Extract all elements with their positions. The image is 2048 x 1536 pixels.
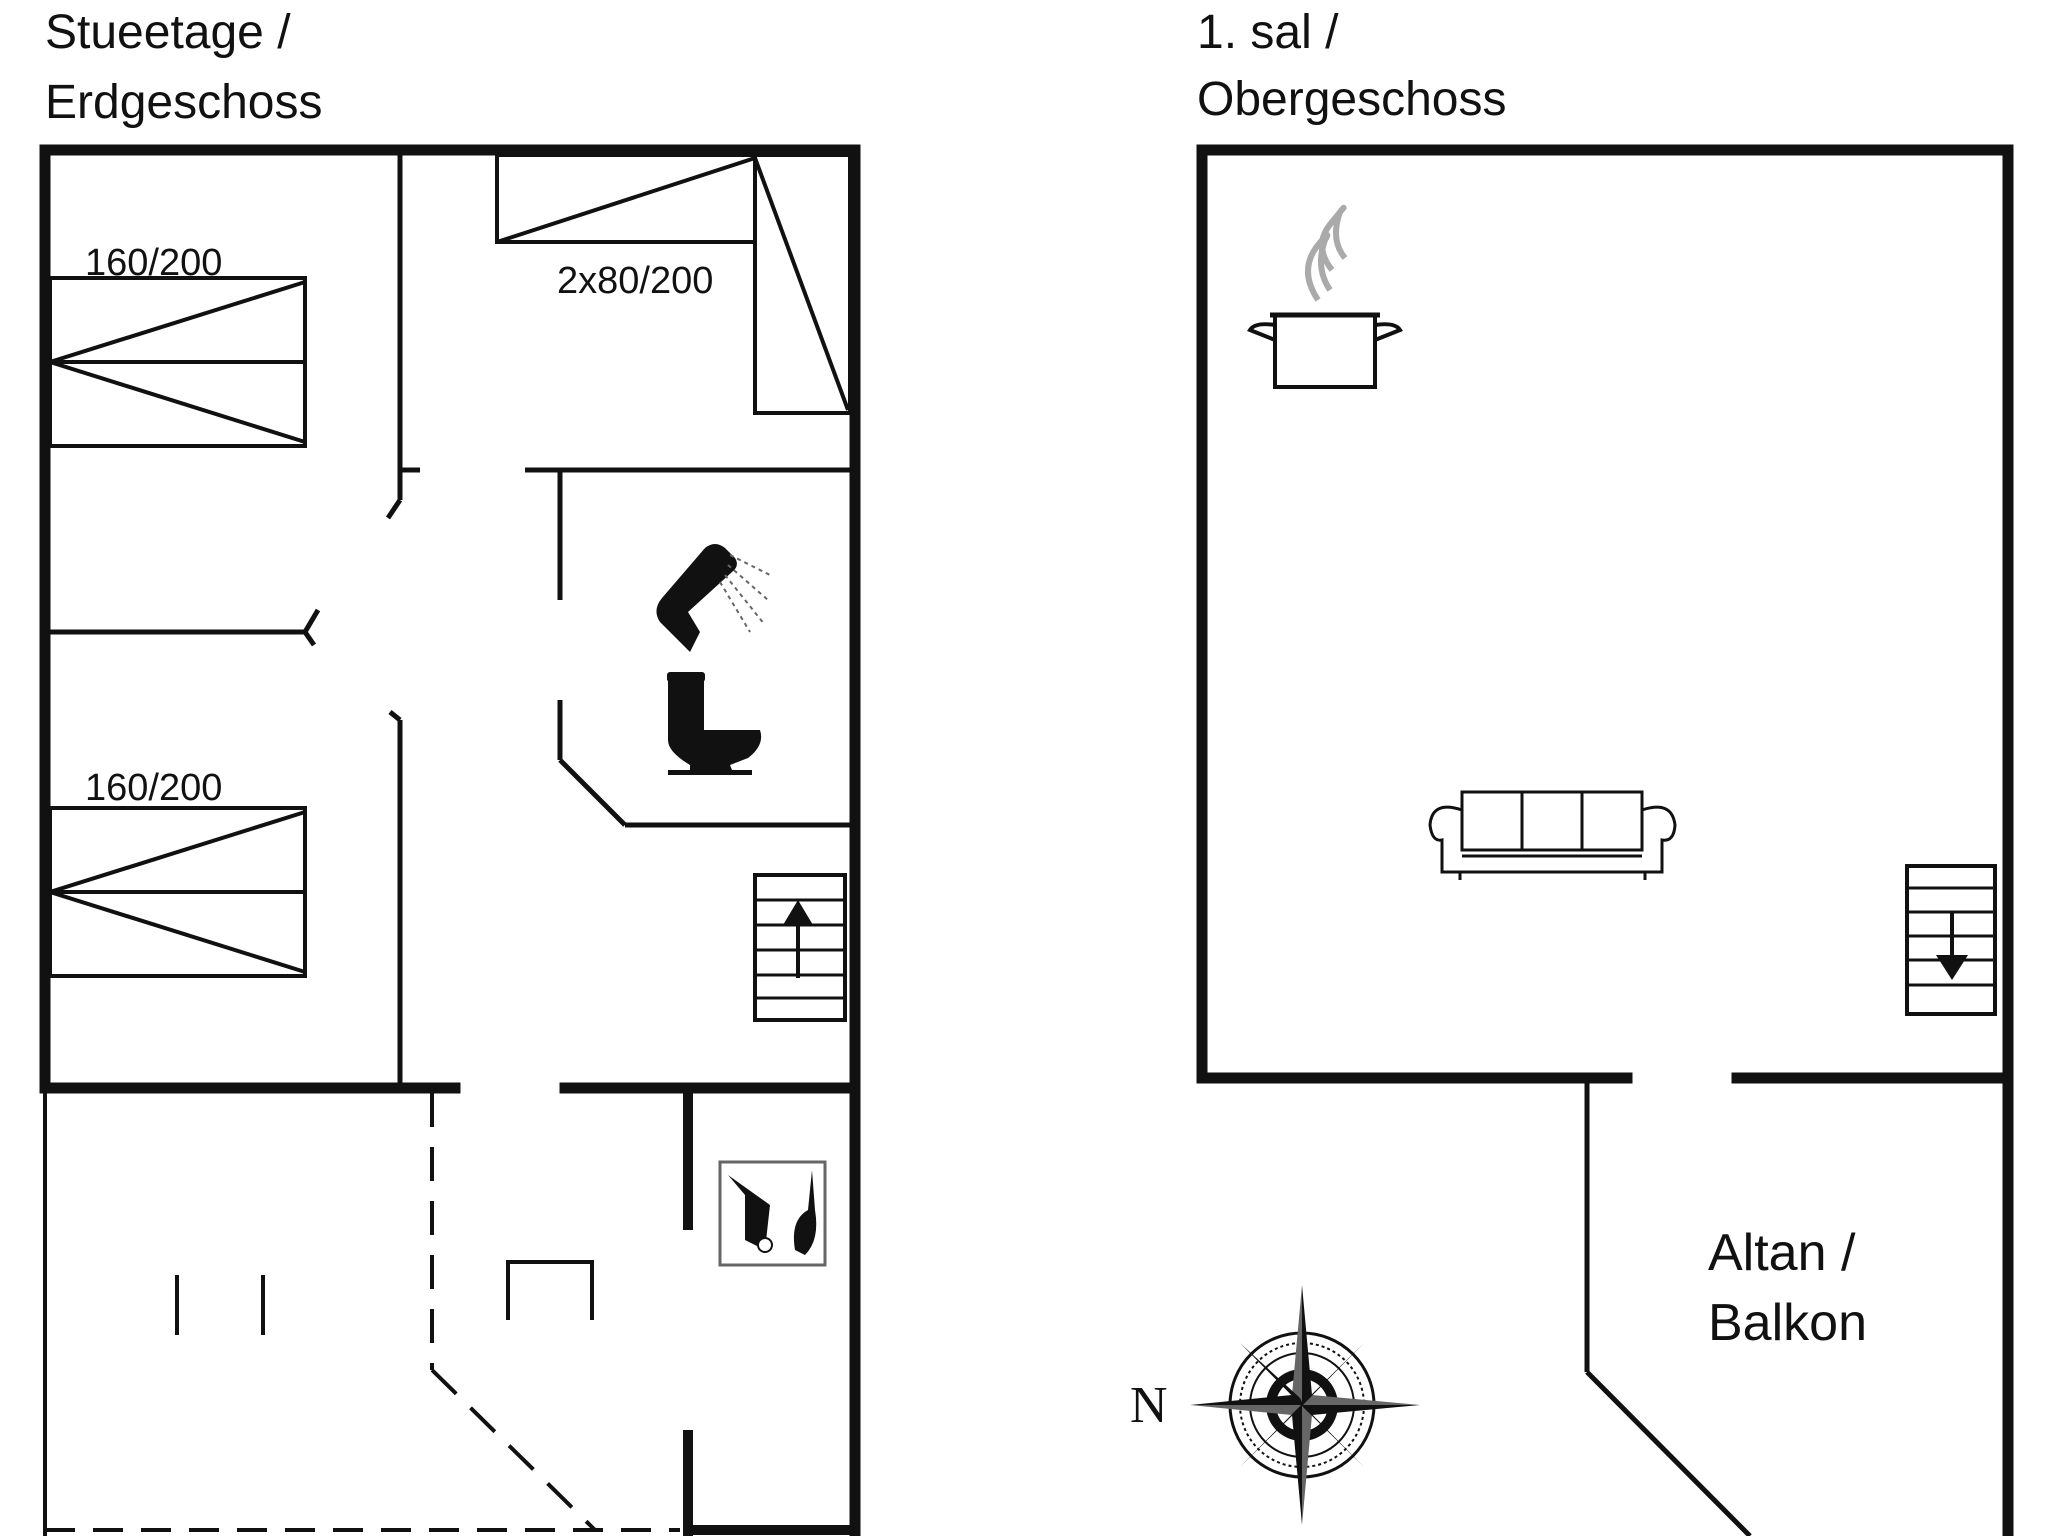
- first-floor-title-line1: 1. sal /: [1197, 6, 1339, 59]
- first-floor-title-line2: Obergeschoss: [1197, 73, 1507, 126]
- cooking-pot-icon: [1247, 204, 1403, 389]
- ground-floor-interior-walls: [50, 155, 850, 1083]
- ground-floor-title-line1: Stueetage /: [45, 6, 291, 59]
- cleaning-tools-icon: [718, 1160, 827, 1267]
- bed-twin-top-right: [495, 153, 852, 415]
- balcony-walls: [1584, 1083, 1752, 1536]
- balcony-label-line2: Balkon: [1708, 1294, 1867, 1352]
- balcony-label-line1: Altan /: [1708, 1224, 1856, 1282]
- first-floor: 1. sal / Obergeschoss Altan / Balkon: [1196, 6, 2014, 1536]
- sofa-icon: [1428, 790, 1677, 880]
- ground-floor-title-line2: Erdgeschoss: [45, 76, 322, 129]
- ground-floor: Stueetage / Erdgeschoss: [39, 6, 861, 1536]
- bed-top-left-label: 160/200: [85, 242, 222, 284]
- bed-twin-label: 2x80/200: [557, 260, 713, 302]
- bed-double-top-left: [48, 276, 307, 448]
- storage-room-walls: [683, 1088, 860, 1536]
- bed-bottom-left-label: 160/200: [85, 767, 222, 809]
- ground-floor-annex: [43, 1093, 680, 1536]
- shower-icon: [656, 544, 771, 652]
- bed-double-bottom-left: [48, 806, 307, 978]
- compass-rose-icon: [1190, 1285, 1420, 1525]
- compass-north-label: N: [1130, 1377, 1168, 1434]
- ground-floor-outer-walls: [39, 144, 861, 1536]
- toilet-icon: [667, 672, 762, 775]
- stairs-down-icon: [1905, 864, 1997, 1016]
- first-floor-outer-walls: [1196, 144, 2014, 1536]
- stairs-up-icon: [753, 873, 847, 1022]
